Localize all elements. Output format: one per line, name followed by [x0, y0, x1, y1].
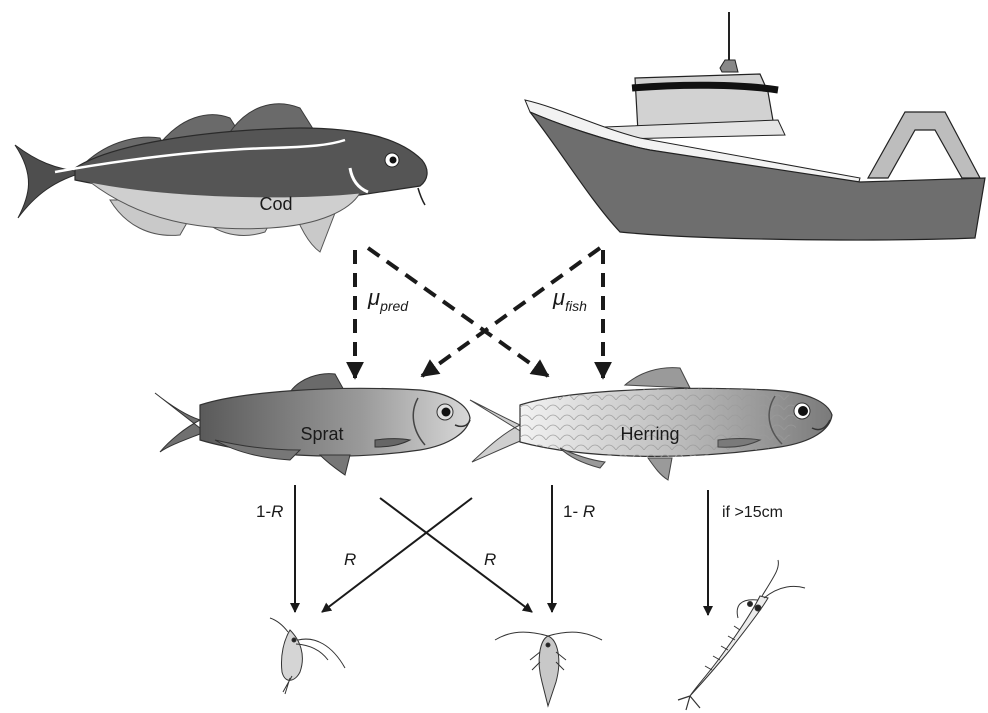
herring-label: Herring	[620, 424, 679, 444]
sprat-to-calanus-arrow	[380, 498, 532, 612]
cod-label: Cod	[259, 194, 292, 214]
krill-icon	[678, 560, 805, 710]
calanus-icon	[495, 632, 602, 706]
sprat-keep-label: 1-R	[256, 502, 283, 521]
mu-fish-subscript: fish	[565, 298, 587, 314]
herring-keep-label: 1- R	[563, 502, 595, 521]
mu-fish-label: μfish	[552, 285, 587, 314]
mu-pred-subscript: pred	[379, 298, 409, 314]
herring-switch-label: R	[344, 550, 356, 569]
mu-fish-symbol: μ	[552, 285, 565, 310]
sprat-label: Sprat	[300, 424, 343, 444]
fishing-boat-icon	[525, 12, 985, 240]
cod-icon	[15, 104, 427, 252]
krill-condition-label: if >15cm	[722, 504, 783, 521]
mu-pred-label: μpred	[367, 285, 409, 314]
copepod-icon	[270, 618, 345, 694]
sprat-switch-label: R	[484, 550, 496, 569]
mu-pred-symbol: μ	[367, 285, 380, 310]
feeding-arrows	[295, 485, 708, 615]
